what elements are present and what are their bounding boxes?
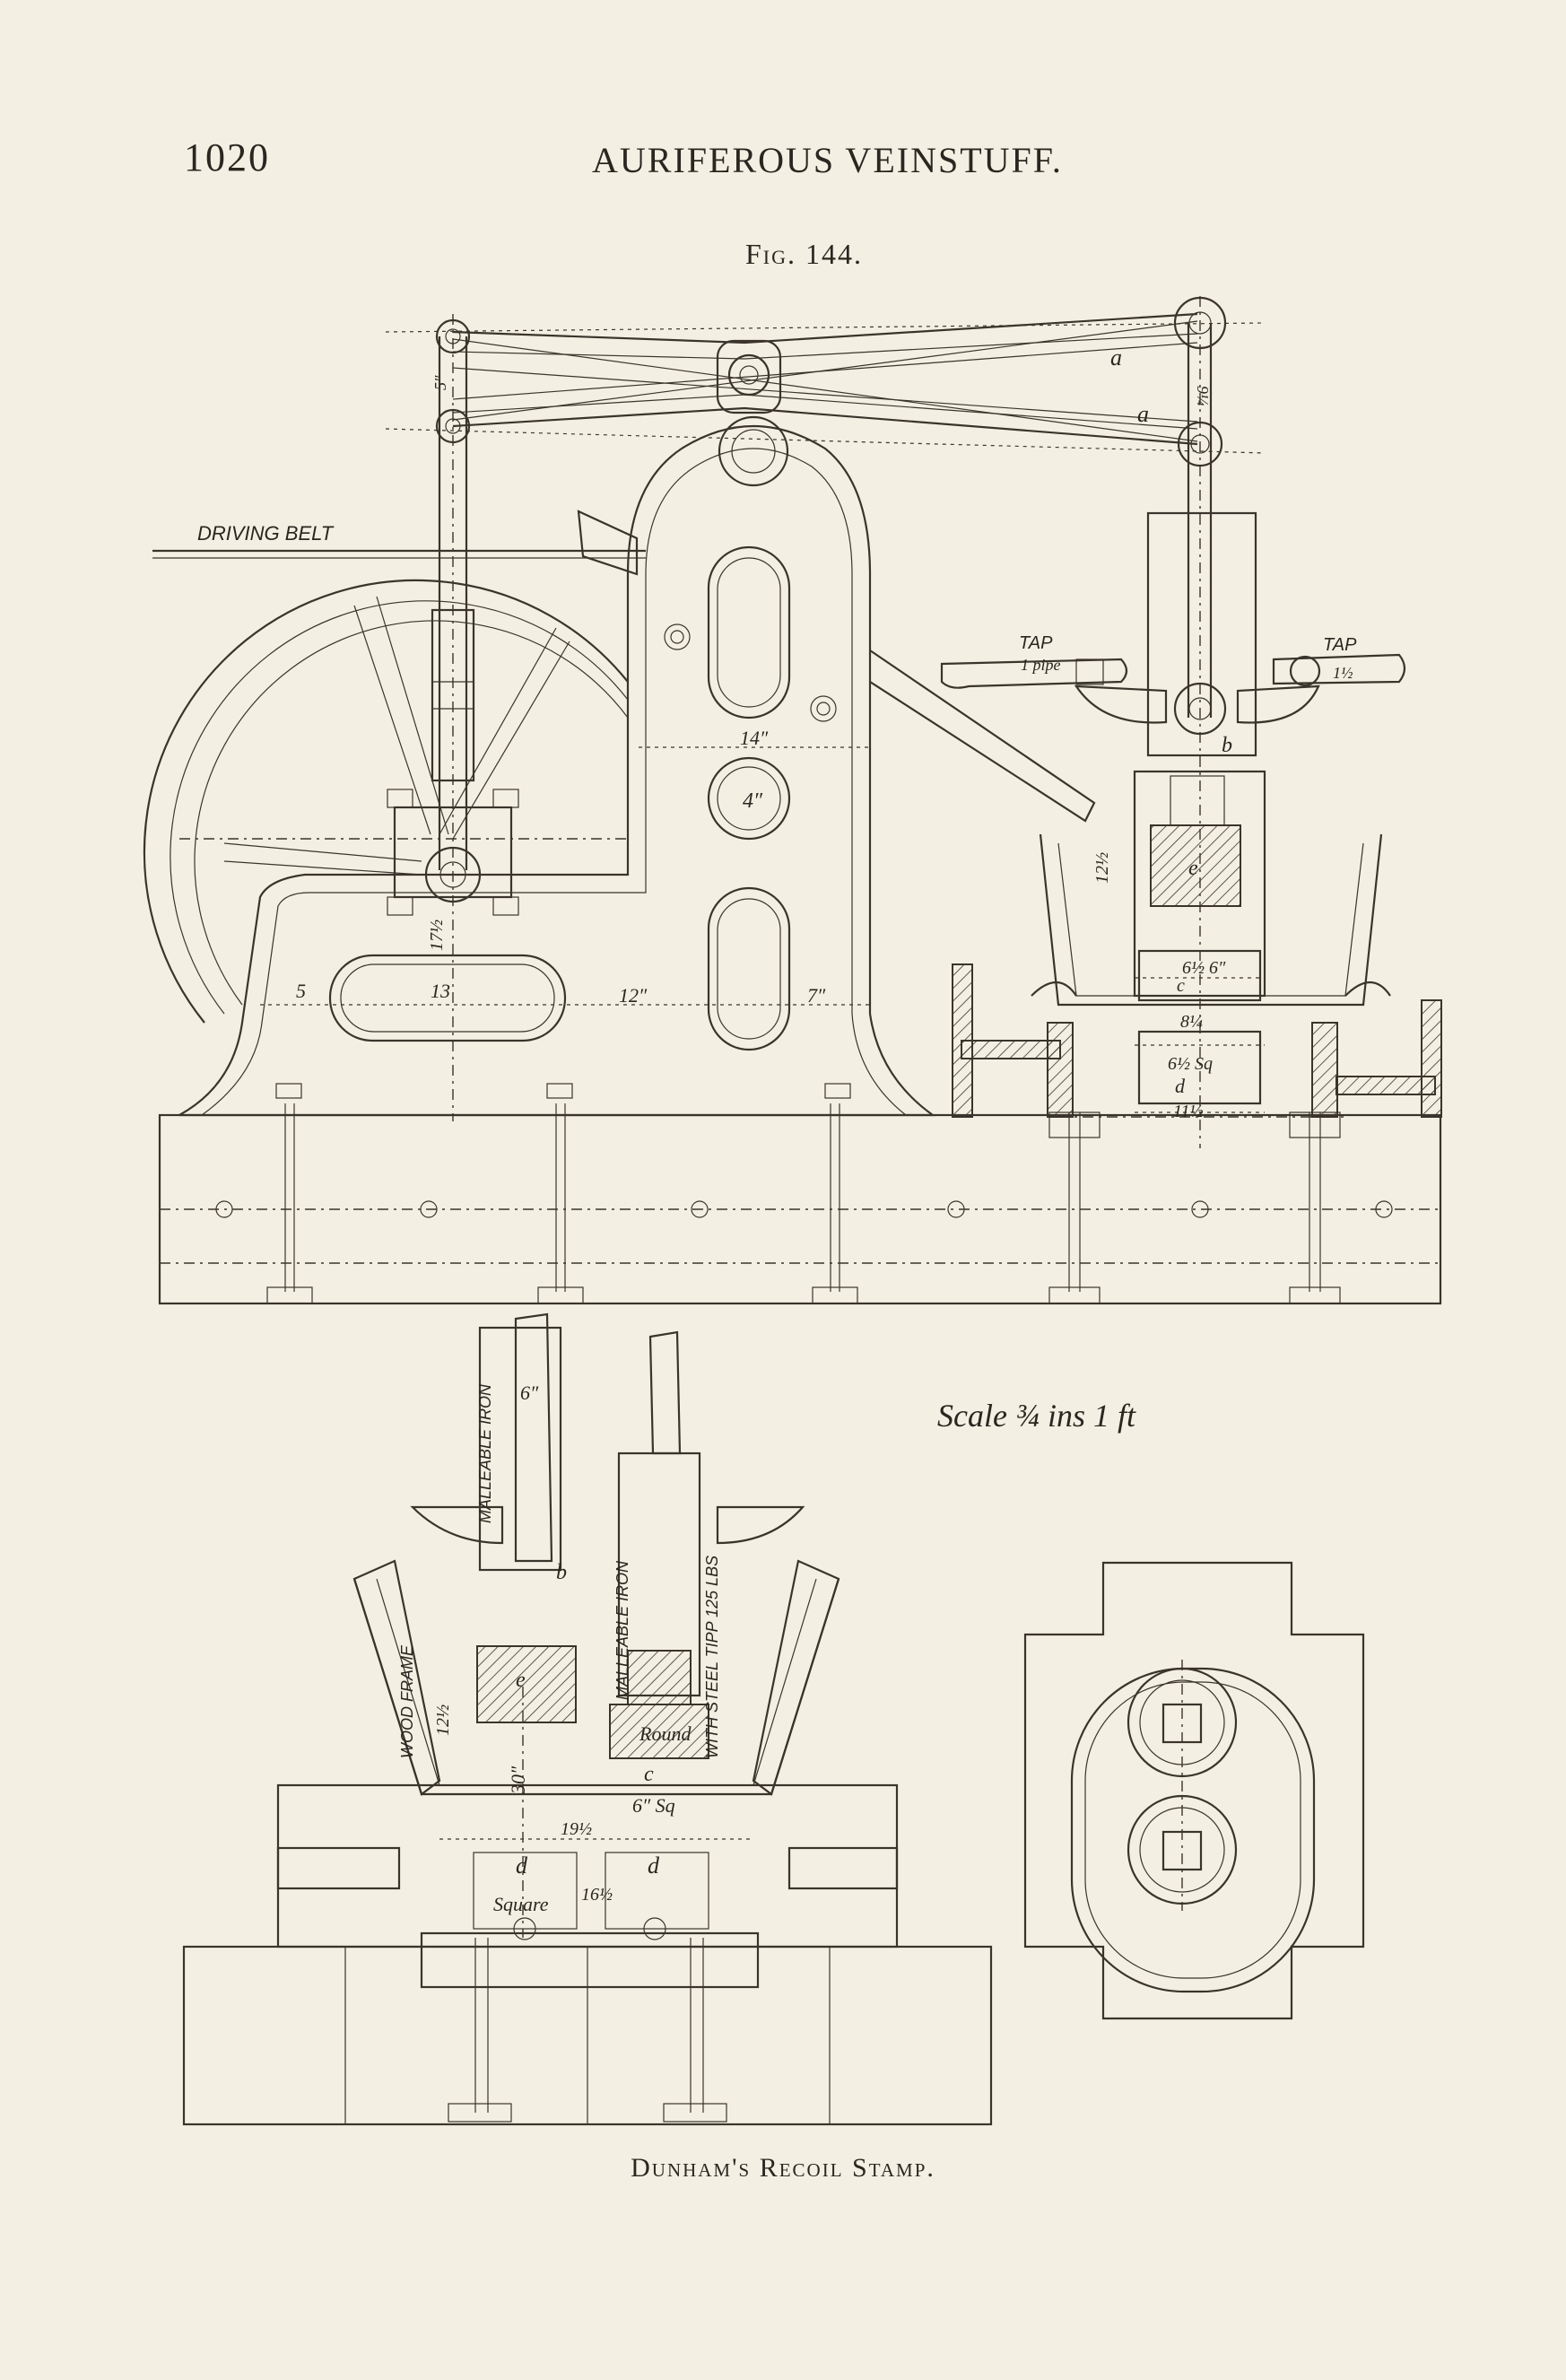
rocking-beams bbox=[385, 312, 1266, 454]
section-die-right bbox=[605, 1852, 709, 1930]
flywheel bbox=[143, 579, 629, 1024]
label-malleable-iron-2: MALLEABLE IRON bbox=[613, 1560, 631, 1700]
part-letter-c: c bbox=[1177, 976, 1185, 996]
tap-pipe-label: 1 pipe bbox=[1021, 656, 1061, 674]
cast-iron-frame bbox=[178, 424, 936, 1117]
dim-12-half-section: 12½ bbox=[433, 1704, 453, 1736]
side-elevation-view: DRIVING BELT bbox=[143, 296, 1442, 1305]
label-steel-tipp: WITH STEEL TIPP 125 LBS bbox=[703, 1556, 721, 1758]
front-section-view bbox=[182, 1312, 993, 2126]
section-letter-b: b bbox=[556, 1561, 567, 1584]
bolt-holes bbox=[215, 1200, 1393, 1218]
section-letter-c: c bbox=[644, 1763, 654, 1786]
section-dimensions: Square Round 6″ Sq c d d e b 19½ 16½ 30″… bbox=[433, 1382, 692, 1915]
dim-12-half: 12½ bbox=[1092, 852, 1112, 884]
dim-14: 14″ bbox=[740, 727, 769, 749]
feed-chute bbox=[869, 649, 1096, 823]
scale-note: Scale ¾ ins 1 ft bbox=[937, 1398, 1136, 1434]
label-6half-sq: 6½ Sq bbox=[1168, 1054, 1213, 1074]
frame-bolts bbox=[275, 1083, 851, 1099]
main-bearing bbox=[718, 415, 789, 487]
section-mortar bbox=[352, 1578, 840, 1796]
stamp-head-e bbox=[1150, 824, 1241, 907]
figure-caption: Dunham's Recoil Stamp. bbox=[631, 2153, 935, 2183]
stamp-guide bbox=[1146, 511, 1257, 757]
figure-label: Fig. 144. bbox=[745, 238, 864, 270]
dim-4: 4″ bbox=[743, 789, 763, 813]
dim-66: 6½ 6″ bbox=[1182, 958, 1226, 978]
die-d bbox=[1137, 1030, 1262, 1105]
dim-17: 17½ bbox=[427, 920, 447, 951]
tap-size-label: 1½ bbox=[1333, 664, 1353, 682]
stamp-box bbox=[1133, 770, 1266, 998]
right-post bbox=[1421, 999, 1442, 1118]
running-title: AURIFEROUS VEINSTUFF. bbox=[592, 140, 1063, 180]
dim-19: 19½ bbox=[561, 1819, 592, 1839]
page-number: 1020 bbox=[184, 135, 270, 179]
section-letter-d1: d bbox=[516, 1853, 528, 1879]
label-6-sq: 6″ Sq bbox=[632, 1794, 675, 1817]
frame-slot-horizontal bbox=[328, 954, 567, 1042]
stamp-guide-left bbox=[478, 1326, 562, 1572]
holding-bolts bbox=[266, 1103, 1341, 1304]
dim-5-top: 5″ bbox=[431, 375, 449, 390]
tap-label-left: TAP bbox=[1019, 633, 1053, 653]
tap-pipe-left bbox=[940, 658, 1128, 689]
frame-slot-lower bbox=[707, 886, 791, 1051]
section-letter-e: e bbox=[516, 1669, 526, 1692]
section-labels: MALLEABLE IRON MALLEABLE IRON WITH STEEL… bbox=[398, 1383, 721, 1758]
shoe-c bbox=[1137, 949, 1262, 1002]
part-letter-e: e bbox=[1188, 857, 1198, 880]
label-round: Round bbox=[639, 1722, 692, 1745]
driving-belt-label: DRIVING BELT bbox=[197, 522, 335, 545]
section-letter-d2: d bbox=[648, 1853, 660, 1879]
part-letter-d: d bbox=[1175, 1075, 1186, 1097]
dim-13: 13 bbox=[431, 980, 450, 1002]
section-head-e bbox=[476, 1645, 577, 1723]
dim-5: 5 bbox=[296, 980, 306, 1002]
tap-label-right: TAP bbox=[1323, 635, 1357, 655]
section-die-left bbox=[473, 1852, 578, 1930]
dim-8: 8¼ bbox=[1180, 1012, 1203, 1032]
section-shoe-c bbox=[609, 1704, 709, 1759]
dim-12: 12″ bbox=[619, 984, 648, 1007]
dim-30: 30″ bbox=[507, 1765, 529, 1795]
mortar-box bbox=[952, 833, 1442, 1118]
tap-pipe-right bbox=[1272, 653, 1406, 685]
chute-plate bbox=[577, 510, 639, 576]
beam-fulcrum bbox=[716, 339, 782, 414]
label-square: Square bbox=[493, 1893, 549, 1915]
label-malleable-iron-1: MALLEABLE IRON bbox=[476, 1383, 494, 1523]
frame-hole bbox=[707, 756, 791, 841]
part-letter-b: b bbox=[1222, 734, 1232, 757]
part-letter-a1: a bbox=[1110, 344, 1122, 371]
dim-16: 16½ bbox=[581, 1885, 613, 1905]
label-wood-frame: WOOD FRAME bbox=[398, 1644, 416, 1758]
eccentric-block bbox=[393, 806, 513, 899]
dim-7: 7″ bbox=[807, 984, 826, 1007]
frame-slot-upper bbox=[707, 545, 791, 719]
elevation-dimensions: 14″ 4″ 12″ 5 13 7″ 17½ 12½ 6½ 6″ c 8¼ 6½… bbox=[296, 344, 1232, 1121]
part-letter-a2: a bbox=[1137, 401, 1149, 427]
dim-6: 6″ bbox=[520, 1382, 539, 1404]
plan-view bbox=[1023, 1561, 1365, 2020]
dim-11: 11½ bbox=[1173, 1102, 1204, 1121]
dim-9: 9¼ bbox=[1194, 386, 1212, 406]
